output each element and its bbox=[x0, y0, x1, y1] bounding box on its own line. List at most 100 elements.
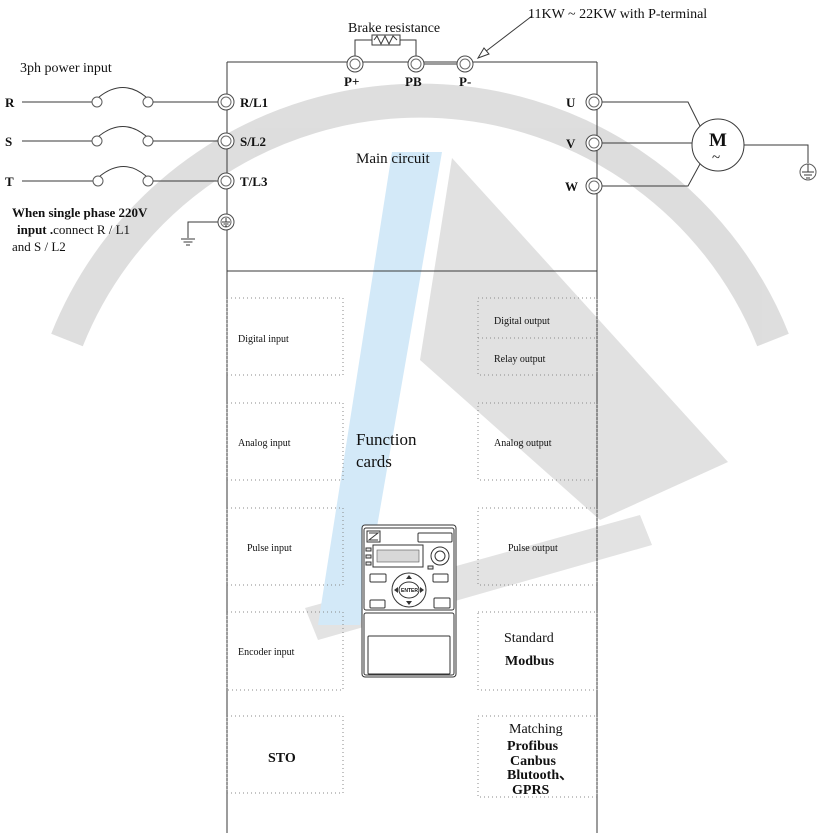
card-label-pulse-input: Pulse input bbox=[247, 543, 292, 554]
keypad-right-bottom-button bbox=[433, 597, 451, 609]
single-phase-note: When single phase 220V bbox=[12, 205, 148, 220]
terminal-label-pb: PB bbox=[405, 74, 422, 89]
card-slot-modbus bbox=[477, 611, 598, 691]
card-label-sto: STO bbox=[268, 751, 296, 766]
enter-button-label: ENTER bbox=[401, 588, 418, 594]
phase-label-r: R bbox=[5, 95, 15, 110]
terminal-p-minus bbox=[456, 55, 474, 73]
single-phase-note-line2-bold: input . bbox=[17, 222, 53, 237]
resistor-zigzag bbox=[373, 34, 398, 46]
card-label-digital-output: Digital output bbox=[494, 316, 550, 327]
terminal-w bbox=[585, 177, 603, 195]
watermark-gear-arc bbox=[51, 83, 789, 347]
function-cards-title-line2: cards bbox=[356, 452, 392, 471]
watermark-gray-triangle bbox=[420, 158, 728, 520]
phase-label-t: T bbox=[5, 174, 14, 189]
terminal-pb bbox=[407, 55, 425, 73]
terminal-t-l3 bbox=[217, 172, 235, 190]
card-label-digital-input: Digital input bbox=[238, 334, 289, 345]
output-label-w: W bbox=[565, 179, 578, 194]
card-label-matching: Matching bbox=[509, 722, 563, 737]
terminal-label-r-l1: R/L1 bbox=[240, 95, 268, 110]
card-label-modbus: Modbus bbox=[505, 654, 555, 669]
display-screen bbox=[376, 549, 420, 563]
terminal-p-plus bbox=[346, 55, 364, 73]
card-label-gprs: GPRS bbox=[512, 783, 550, 798]
motor-label: M bbox=[709, 130, 727, 151]
breaker-arc-icon bbox=[98, 126, 147, 137]
card-label-canbus: Canbus bbox=[510, 754, 556, 769]
motor-ground-wire bbox=[744, 144, 809, 163]
power-range-pointer bbox=[480, 15, 533, 56]
single-phase-note-line2: input .connect R / L1 bbox=[17, 222, 130, 237]
arrow-head-icon bbox=[476, 47, 490, 59]
power-input-section: 3ph power input R R/L1 S S/L2 T bbox=[5, 61, 268, 254]
function-cards-title-line1: Function bbox=[356, 430, 417, 449]
phase-label-s: S bbox=[5, 134, 12, 149]
keypad-illustration: ENTER bbox=[361, 524, 457, 678]
terminal-s-l2 bbox=[217, 132, 235, 150]
ground-terminal bbox=[181, 213, 235, 246]
breaker-arc-icon bbox=[98, 87, 147, 98]
right-card-column: Digital output Relay output Analog outpu… bbox=[477, 297, 598, 798]
motor-ac-symbol: ~ bbox=[712, 150, 720, 166]
card-label-encoder-input: Encoder input bbox=[238, 647, 295, 658]
single-phase-note-line2-text: connect R / L1 bbox=[53, 222, 130, 237]
wire-u bbox=[602, 101, 701, 127]
arrow-up-icon bbox=[406, 575, 412, 579]
watermark-logo bbox=[51, 83, 789, 640]
terminal-label-p-plus: P+ bbox=[344, 74, 359, 89]
keypad-cover-inner bbox=[367, 635, 451, 675]
brake-resistance-label: Brake resistance bbox=[348, 21, 440, 36]
card-label-standard: Standard bbox=[504, 631, 554, 646]
card-label-bluetooth: Blutooth、 bbox=[507, 768, 573, 783]
terminal-r-l1 bbox=[217, 93, 235, 111]
terminal-v bbox=[585, 134, 603, 152]
arrow-left-icon bbox=[394, 587, 398, 593]
output-label-v: V bbox=[566, 136, 576, 151]
card-label-analog-input: Analog input bbox=[238, 438, 291, 449]
indicator-led-icon bbox=[365, 561, 372, 566]
card-label-pulse-output: Pulse output bbox=[508, 543, 558, 554]
power-range-note: 11KW ~ 22KW with P-terminal bbox=[528, 7, 707, 22]
single-phase-note-line1: When single phase 220V bbox=[12, 205, 148, 220]
card-label-profibus: Profibus bbox=[507, 739, 559, 754]
breaker-arc-icon bbox=[99, 166, 147, 177]
output-label-u: U bbox=[566, 95, 576, 110]
phase-t-line: T T/L3 bbox=[5, 166, 268, 190]
phase-s-line: S S/L2 bbox=[5, 126, 266, 150]
phase-r-line: R R/L1 bbox=[5, 87, 268, 111]
ground-wire bbox=[187, 221, 218, 238]
motor-ground-icon bbox=[799, 163, 817, 181]
indicator-led-icon bbox=[365, 547, 372, 552]
keypad-left-top-button bbox=[369, 573, 387, 583]
keypad-right-top-button bbox=[432, 573, 449, 583]
brake-section: Brake resistance P+ PB P- 11KW ~ 22KW wi… bbox=[344, 7, 707, 89]
wire-w bbox=[602, 163, 701, 187]
indicator-led-icon bbox=[427, 565, 434, 570]
brake-wire-left bbox=[354, 39, 372, 56]
terminal-ground-icon bbox=[222, 218, 230, 227]
main-circuit-label: Main circuit bbox=[356, 151, 431, 167]
terminal-label-s-l2: S/L2 bbox=[240, 134, 266, 149]
watermark-blue-stripe bbox=[318, 152, 442, 625]
brand-nameplate bbox=[417, 532, 453, 543]
card-slot-encoder-input bbox=[226, 611, 344, 691]
left-card-column: Digital input Analog input Pulse input E… bbox=[226, 297, 344, 794]
motor-output-section: U V W M ~ bbox=[565, 93, 817, 195]
power-input-title: 3ph power input bbox=[20, 61, 112, 76]
brake-wire-right bbox=[400, 39, 417, 56]
card-label-relay-output: Relay output bbox=[494, 354, 546, 365]
card-label-analog-output: Analog output bbox=[494, 438, 552, 449]
single-phase-note-line3: and S / L2 bbox=[12, 239, 66, 254]
keypad-left-bottom-button bbox=[369, 599, 386, 609]
arrow-right-icon bbox=[420, 587, 424, 593]
ground-icon bbox=[181, 238, 195, 246]
logo-z-icon bbox=[367, 532, 380, 541]
terminal-label-p-minus: P- bbox=[459, 74, 471, 89]
arrow-down-icon bbox=[406, 601, 412, 605]
enter-button bbox=[398, 581, 420, 599]
indicator-led-icon bbox=[365, 554, 372, 559]
terminal-label-t-l3: T/L3 bbox=[240, 174, 268, 189]
